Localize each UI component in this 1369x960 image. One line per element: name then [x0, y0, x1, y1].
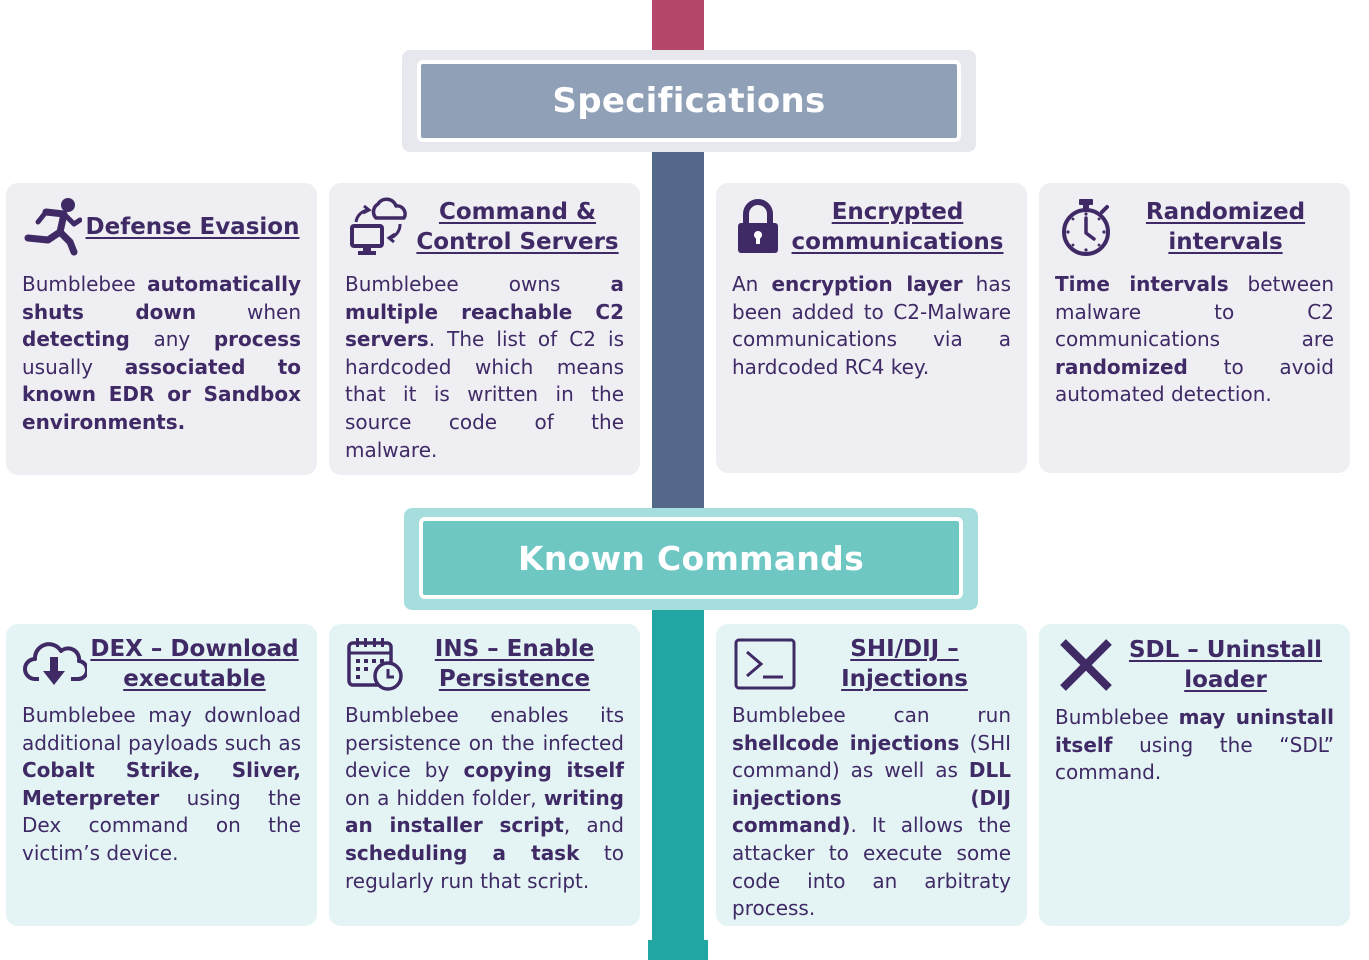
- card-title: Randomized intervals: [1145, 199, 1306, 255]
- body-bold-run: Time intervals: [1055, 272, 1229, 296]
- card-body: Bumblebee enables its persistence on the…: [345, 702, 624, 895]
- card-title: SDL – Uninstall loader: [1128, 637, 1323, 693]
- stopwatch-icon: [1055, 196, 1117, 258]
- body-bold-run: associated to known EDR or Sandbox envir…: [22, 354, 301, 434]
- body-text-run: . The list of C2 is hardcoded which mean…: [345, 327, 624, 462]
- card-title: SHI/DIJ – Injections: [841, 636, 968, 692]
- body-text-run: using the Dex command on the victim’s de…: [22, 785, 301, 865]
- body-bold-run: encryption layer: [771, 272, 963, 296]
- card-shi-dij-injections: SHI/DIJ – Injections Bumblebee can run s…: [716, 624, 1027, 926]
- body-text-run: Bumblebee: [1055, 705, 1179, 729]
- body-text-run: has been added to C2-Malware communicati…: [732, 272, 1012, 379]
- body-text-run: Bumblebee enables its persistence on the…: [345, 703, 624, 783]
- body-bold-run: detecting: [22, 327, 130, 352]
- known-commands-banner: Known Commands: [419, 517, 963, 599]
- body-text-run: , and: [563, 813, 624, 838]
- card-sdl-uninstall-loader: SDL – Uninstall loader Bumblebee may uni…: [1039, 624, 1350, 926]
- body-text-run: usually: [22, 354, 125, 379]
- spine-top-segment: [652, 0, 704, 52]
- body-text-run: between malware to C2 communications are: [1055, 272, 1334, 352]
- card-title: Defense Evasion: [85, 214, 300, 240]
- card-title: Command & Control Servers: [416, 199, 619, 255]
- card-body: Time intervals between malware to C2 com…: [1055, 271, 1334, 409]
- specifications-title: Specifications: [552, 81, 826, 121]
- body-text-run: on a hidden folder,: [345, 785, 544, 810]
- running-person-icon: [22, 196, 84, 258]
- body-bold-run: may uninstall itself: [1055, 705, 1334, 757]
- spine-foot: [648, 940, 708, 960]
- card-body: Bumblebee automatically shuts down when …: [22, 271, 301, 437]
- card-encrypted-communications: Encrypted communications An encryption l…: [716, 183, 1027, 473]
- body-text-run: using the “SDL” command.: [1055, 732, 1334, 785]
- card-title: DEX – Download executable: [90, 636, 299, 692]
- card-title: INS – Enable Persistence: [434, 636, 595, 692]
- spine-bottom-segment: [652, 606, 704, 942]
- body-text-run: . It allows the attacker to execute some…: [732, 813, 1011, 921]
- body-text-run: Bumblebee owns: [345, 272, 611, 296]
- cloud-download-icon: [22, 639, 88, 689]
- body-bold-run: shellcode injections: [732, 730, 960, 755]
- card-body: Bumblebee owns a multiple reachable C2 s…: [345, 271, 624, 464]
- spine-middle-segment: [652, 150, 704, 512]
- card-body: Bumblebee may uninstall itself using the…: [1055, 704, 1334, 787]
- body-bold-run: scheduling a task: [345, 840, 580, 865]
- specifications-banner: Specifications: [417, 60, 961, 142]
- calendar-clock-icon: [345, 636, 405, 692]
- cloud-computer-icon: [345, 196, 411, 258]
- terminal-icon: [732, 637, 798, 691]
- card-defense-evasion: Defense Evasion Bumblebee automatically …: [6, 183, 317, 475]
- body-text-run: An: [732, 272, 772, 296]
- x-mark-icon: [1055, 636, 1117, 694]
- padlock-icon: [732, 197, 784, 257]
- body-text-run: Bumblebee: [22, 272, 148, 296]
- body-text-run: Bumblebee can run: [732, 703, 1011, 727]
- body-bold-run: automatically shuts down: [22, 272, 301, 324]
- body-text-run: to regularly run that script.: [345, 840, 624, 893]
- body-bold-run: randomized: [1055, 354, 1188, 379]
- card-body: An encryption layer has been added to C2…: [732, 271, 1011, 381]
- body-text-run: any: [129, 327, 214, 352]
- body-text-run: when: [196, 299, 301, 324]
- card-body: Bumblebee may download additional payloa…: [22, 702, 301, 868]
- body-bold-run: a multiple reachable C2 servers: [345, 272, 624, 352]
- card-command-control-servers: Command & Control Servers Bumblebee owns…: [329, 183, 640, 475]
- card-title: Encrypted communications: [791, 199, 1004, 255]
- body-bold-run: copying itself: [463, 758, 624, 783]
- card-body: Bumblebee can run shellcode injections (…: [732, 702, 1011, 923]
- body-text-run: Bumblebee may download additional payloa…: [22, 703, 301, 755]
- body-bold-run: DLL injections (DIJ command): [732, 758, 1011, 838]
- body-text-run: to avoid automated detection.: [1055, 354, 1334, 407]
- body-bold-run: Cobalt Strike, Sliver, Meterpreter: [22, 758, 301, 810]
- known-commands-title: Known Commands: [517, 538, 865, 578]
- card-dex-download-executable: DEX – Download executable Bumblebee may …: [6, 624, 317, 926]
- body-bold-run: writing an installer script: [345, 785, 624, 838]
- body-text-run: (SHI command) as well as: [732, 730, 1012, 783]
- body-bold-run: process: [213, 327, 301, 352]
- card-randomized-intervals: Randomized intervals Time intervals betw…: [1039, 183, 1350, 473]
- card-ins-enable-persistence: INS – Enable Persistence Bumblebee enabl…: [329, 624, 640, 926]
